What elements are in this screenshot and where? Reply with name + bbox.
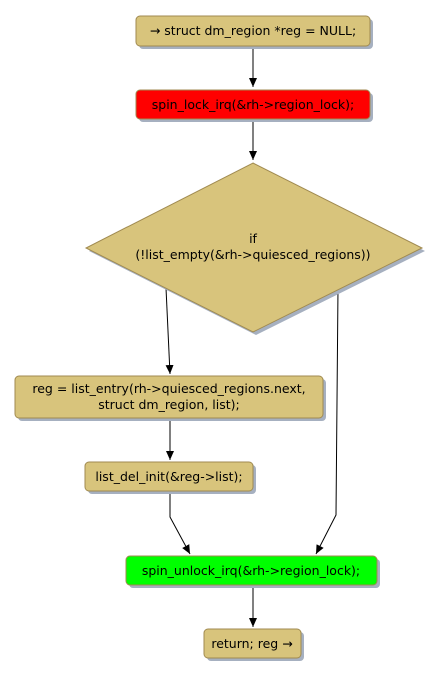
list-del-node: list_del_init(&reg->list); <box>84 461 256 494</box>
start-node: → struct dm_region *reg = NULL; <box>135 15 373 49</box>
edges <box>165 46 339 627</box>
start-node-label: → struct dm_region *reg = NULL; <box>150 23 356 38</box>
spin-unlock-node: spin_unlock_irq(&rh->region_lock); <box>125 555 380 588</box>
edge-decision-to-assign <box>165 287 174 375</box>
list-del-label: list_del_init(&reg->list); <box>95 469 242 484</box>
decision-label-if: if <box>249 231 257 246</box>
assign-label-line1: reg = list_entry(rh->quiesced_regions.ne… <box>32 381 305 396</box>
spin-lock-node: spin_lock_irq(&rh->region_lock); <box>135 89 373 122</box>
edge-del-to-unlock <box>169 492 191 555</box>
assign-label-line2: struct dm_region, list); <box>98 397 240 412</box>
assign-node: reg = list_entry(rh->quiesced_regions.ne… <box>14 375 326 421</box>
spin-unlock-label: spin_unlock_irq(&rh->region_lock); <box>142 563 360 578</box>
spin-lock-label: spin_lock_irq(&rh->region_lock); <box>152 97 354 112</box>
return-node: return; reg → <box>203 628 304 661</box>
return-label: return; reg → <box>211 636 292 651</box>
decision-node: if (!list_empty(&rh->quiesced_regions)) <box>84 162 425 335</box>
decision-label-condition: (!list_empty(&rh->quiesced_regions)) <box>135 247 370 262</box>
edge-decision-to-unlock <box>315 287 339 555</box>
